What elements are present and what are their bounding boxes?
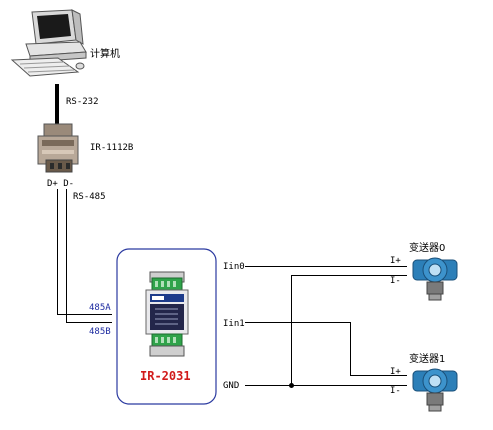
transmitter-1-minus: I- [390,386,401,396]
port-iin0-label: Iin0 [223,262,245,272]
port-iin1-label: Iin1 [223,319,245,329]
io-module-icon [145,271,189,357]
transmitter-1-plus: I+ [390,367,401,377]
gas-transmitter-icon [412,257,458,301]
port-485a-label: 485A [89,303,111,313]
wire-485a [57,189,112,315]
wire-gnd-to-t0 [291,275,407,386]
gas-transmitter-icon [412,368,458,412]
rs485-pins-label: D+ D- [47,179,74,189]
computer-icon [10,9,87,77]
wire-485b [66,189,112,323]
transmitter-0-label: 变送器0 [409,241,445,254]
port-485b-label: 485B [89,327,111,337]
wire-iin1 [245,322,407,376]
converter-device-icon [37,123,79,173]
transmitter-1-label: 变送器1 [409,352,445,365]
converter-model: IR-1112B [90,143,133,153]
rs232-label: RS-232 [66,97,99,107]
rs485-label: RS-485 [73,192,106,202]
gnd-junction-dot [289,383,294,388]
transmitter-0-plus: I+ [390,256,401,266]
transmitter-0-minus: I- [390,276,401,286]
port-gnd-label: GND [223,381,239,391]
computer-label: 计算机 [90,47,120,60]
module-model: IR-2031 [140,369,191,383]
